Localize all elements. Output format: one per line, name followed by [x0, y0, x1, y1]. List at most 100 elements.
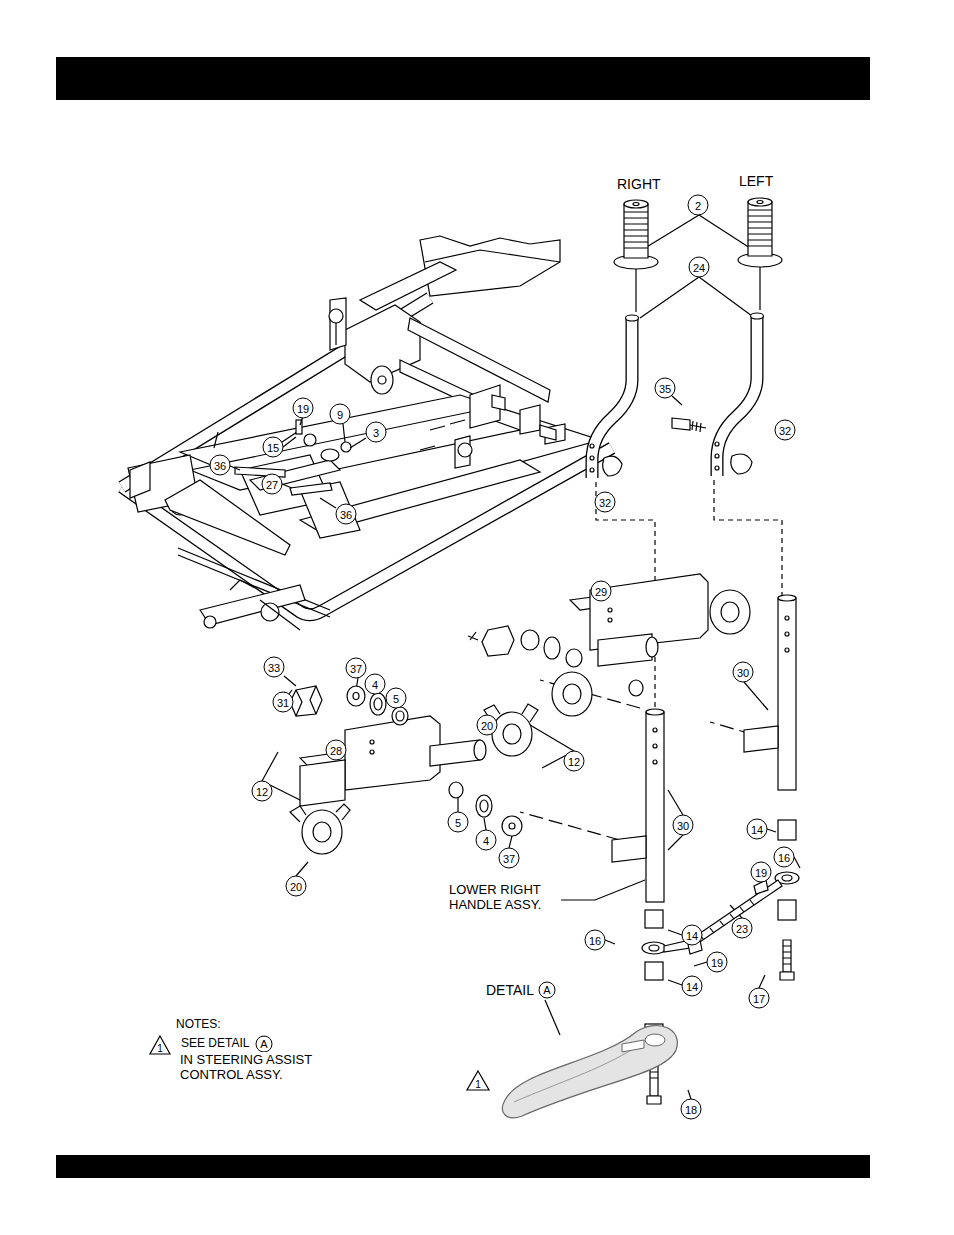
callout-number: 36 [210, 455, 231, 476]
pivot-assembly [563, 684, 581, 704]
detail-letter: A [256, 1036, 273, 1053]
hand-grips [633, 203, 639, 206]
callout-number: 14 [747, 819, 768, 840]
note-triangle [150, 1036, 170, 1054]
leader-lines [645, 215, 750, 248]
mower-frame [335, 323, 336, 345]
lower-handles [744, 726, 778, 752]
part-name: IN STEERING ASSIST CONTROL ASSY. [180, 1052, 330, 1082]
pivot-assembly [646, 637, 658, 657]
heading-label: DETAIL [486, 982, 534, 998]
callout-number: 23 [732, 918, 753, 939]
lower-handles [653, 760, 657, 764]
hand-grips [624, 212, 648, 248]
lower-handles [646, 712, 664, 902]
linkage-hardware [778, 900, 796, 920]
callout-number: 14 [682, 925, 703, 946]
frame-hardware [304, 434, 316, 446]
leader-lines [282, 484, 292, 488]
pivot-assembly [430, 740, 480, 766]
upper-handles [626, 315, 639, 321]
lower-handles [785, 632, 789, 636]
upper-handles [592, 318, 632, 478]
pivot-assembly [290, 686, 322, 716]
linkage-hardware [700, 900, 754, 940]
leader-lines [284, 676, 296, 686]
callout-number: 20 [286, 876, 307, 897]
upper-handles [590, 456, 594, 460]
pivot-assembly [598, 634, 652, 666]
frame-hardware [341, 442, 351, 452]
callout-number: 37 [499, 848, 520, 869]
callout-number: 24 [689, 257, 710, 278]
part-name: LOWER RIGHT HANDLE ASSY. [449, 882, 561, 912]
pivot-assembly [476, 795, 492, 817]
callout-number: 19 [751, 862, 772, 883]
mower-frame [378, 376, 386, 384]
lower-handles [653, 744, 657, 748]
leader-lines [350, 438, 366, 448]
leader-lines [759, 975, 765, 988]
leader-lines [744, 682, 768, 710]
linkage-hardware [783, 940, 791, 972]
pivot-assembly [503, 724, 521, 744]
leader-lines [694, 962, 707, 966]
callout-number: 33 [264, 657, 285, 678]
hand-grips [757, 201, 763, 204]
mower-frame [360, 262, 456, 310]
callout-number: 16 [774, 847, 795, 868]
lower-handles [612, 595, 796, 902]
leader-lines [668, 980, 682, 985]
leader-lines [296, 862, 308, 876]
pivot-assembly [721, 602, 739, 622]
dashed-guide [714, 480, 782, 596]
note-number: 1 [475, 1079, 481, 1090]
linkage-hardware [690, 880, 782, 946]
leader-lines [545, 1000, 560, 1035]
leader-lines [230, 215, 800, 1099]
callout-number: 19 [707, 952, 728, 973]
heading-label: RIGHT [617, 176, 661, 192]
pivot-assembly [710, 590, 750, 634]
mower-frame [329, 309, 343, 323]
pivot-assembly [296, 686, 316, 716]
linkage-hardware [642, 942, 666, 954]
detail-outline [645, 1034, 665, 1046]
leader-lines [794, 857, 800, 868]
linkage-hardware [783, 946, 791, 964]
note-text: NOTES: [175, 1017, 222, 1031]
upper-handles [715, 442, 719, 446]
upper-handles [715, 466, 719, 470]
leader-lines [605, 940, 615, 944]
upper-handles [717, 316, 757, 476]
detail-outline [514, 1044, 640, 1102]
mower-frame [520, 405, 540, 434]
lower-handles [646, 709, 664, 715]
mower-frame [408, 318, 550, 402]
callout-number: 27 [262, 474, 283, 495]
pivot-assembly [347, 686, 365, 706]
hand-grips [624, 200, 648, 208]
lower-handles [612, 836, 646, 862]
linkage-hardware [645, 962, 663, 980]
callout-number: 36 [336, 504, 357, 525]
leader-lines [320, 498, 336, 508]
leader-lines [509, 836, 512, 848]
mower-frame [330, 298, 346, 350]
pivot-assembly [353, 693, 359, 700]
page-bar [56, 1155, 870, 1178]
callout-number: 4 [365, 674, 386, 695]
detail-outline [622, 1040, 644, 1052]
pivot-assembly [396, 711, 404, 721]
note-number: 1 [157, 1043, 163, 1054]
leader-lines [230, 466, 240, 470]
frame-hardware [321, 449, 339, 461]
pivot-assembly [492, 712, 532, 756]
callout-number: 9 [330, 404, 351, 425]
callout-number: 29 [591, 581, 612, 602]
pivot-assembly [290, 804, 350, 822]
callout-number: 37 [346, 658, 367, 679]
leader-lines [672, 396, 682, 405]
pivot-assembly [313, 822, 331, 842]
